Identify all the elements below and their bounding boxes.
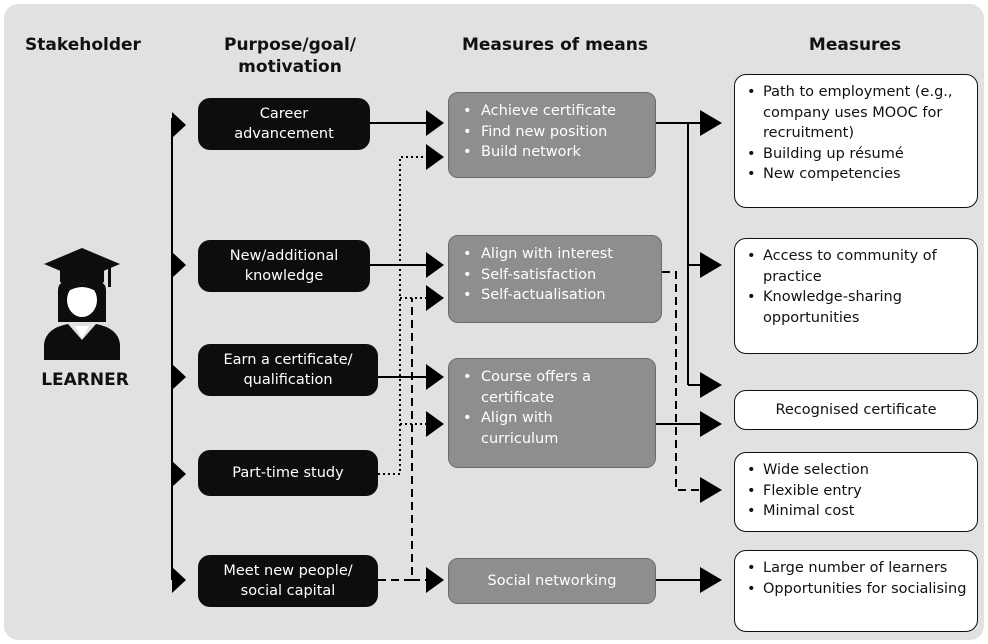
purpose-label: Career advancement <box>234 106 334 142</box>
arrowhead-measure-1 <box>700 110 722 136</box>
arrowhead-purpose-1 <box>172 112 186 138</box>
means-item: Align with curriculum <box>463 408 615 449</box>
purpose-label: Earn a certificate/ qualification <box>223 352 353 388</box>
purpose-new-knowledge: New/additional knowledge <box>198 240 370 292</box>
measure-label: Recognised certificate <box>775 401 937 418</box>
purpose-meet-new-people: Meet new people/ social capital <box>198 555 378 607</box>
means-item: Self-actualisation <box>463 285 653 306</box>
means-box-2: Align with interest Self-satisfaction Se… <box>448 235 662 323</box>
arrowhead-means-2b <box>426 285 444 311</box>
measure-item: Flexible entry <box>745 481 971 502</box>
means-item: Align with interest <box>463 244 653 265</box>
arrowhead-purpose-3 <box>172 364 186 390</box>
measure-box-5: Large number of learners Opportunities f… <box>734 550 978 632</box>
arrowhead-measure-5 <box>700 567 722 593</box>
arrowhead-measure-4 <box>700 477 722 503</box>
arrowhead-measure-3b <box>700 411 722 437</box>
measure-item: Access to community of practice <box>745 246 971 287</box>
means-label: Social networking <box>487 572 617 589</box>
measure-item: New competencies <box>745 164 971 185</box>
header-stakeholder: Stakeholder <box>25 35 141 55</box>
arrowhead-purpose-2 <box>172 252 186 278</box>
measure-item: Minimal cost <box>745 501 971 522</box>
means-box-1: Achieve certificate Find new position Bu… <box>448 92 656 178</box>
purpose-label: Part-time study <box>232 465 344 481</box>
header-measures: Measures <box>808 35 902 55</box>
header-measures-of-means: Measures of means <box>461 35 649 55</box>
means-box-3: Course offers a certificate Align with c… <box>448 358 656 468</box>
arrowhead-means-1 <box>426 110 444 136</box>
arrowhead-means-2 <box>426 252 444 278</box>
learner-label: LEARNER <box>41 370 129 390</box>
measure-item: Large number of learners <box>745 558 971 579</box>
measure-item: Opportunities for socialising <box>745 579 971 600</box>
means-item: Achieve certificate <box>463 101 647 122</box>
arrowhead-means-4 <box>426 567 444 593</box>
meetpeople-dashed-line <box>378 298 413 581</box>
graduate-learner-icon <box>44 248 120 360</box>
measure-item: Path to employment (e.g., company uses M… <box>745 82 971 144</box>
measure-box-recognised-certificate: Recognised certificate <box>734 390 978 430</box>
measure-item: Wide selection <box>745 460 971 481</box>
arrowhead-measure-2 <box>700 252 722 278</box>
arrowhead-measure-3 <box>700 372 722 398</box>
measure-box-1: Path to employment (e.g., company uses M… <box>734 74 978 208</box>
purpose-earn-certificate: Earn a certificate/ qualification <box>198 344 378 396</box>
means-item: Build network <box>463 142 647 163</box>
arrowhead-purpose-5 <box>172 567 186 593</box>
purpose-career-advancement: Career advancement <box>198 98 370 150</box>
means-item: Find new position <box>463 122 647 143</box>
means2-to-measure4-dashed-line <box>662 271 700 491</box>
measure-item: Knowledge-sharing opportunities <box>745 287 971 328</box>
measure-box-2: Access to community of practice Knowledg… <box>734 238 978 354</box>
means-item: Self-satisfaction <box>463 265 653 286</box>
arrowhead-means-3b <box>426 411 444 437</box>
header-purpose: Purpose/goal/ motivation <box>223 35 356 77</box>
measure-box-4: Wide selection Flexible entry Minimal co… <box>734 452 978 532</box>
means-item: Course offers a certificate <box>463 367 615 408</box>
means-box-social-networking: Social networking <box>448 558 656 604</box>
purpose-label: New/additional knowledge <box>229 248 339 284</box>
parttime-dotted-line <box>378 156 426 475</box>
arrowhead-purpose-4 <box>172 461 186 487</box>
measure-item: Building up résumé <box>745 144 971 165</box>
purpose-part-time-study: Part-time study <box>198 450 378 496</box>
arrowhead-means-1b <box>426 144 444 170</box>
arrowhead-means-3 <box>426 364 444 390</box>
purpose-label: Meet new people/ social capital <box>223 563 353 599</box>
